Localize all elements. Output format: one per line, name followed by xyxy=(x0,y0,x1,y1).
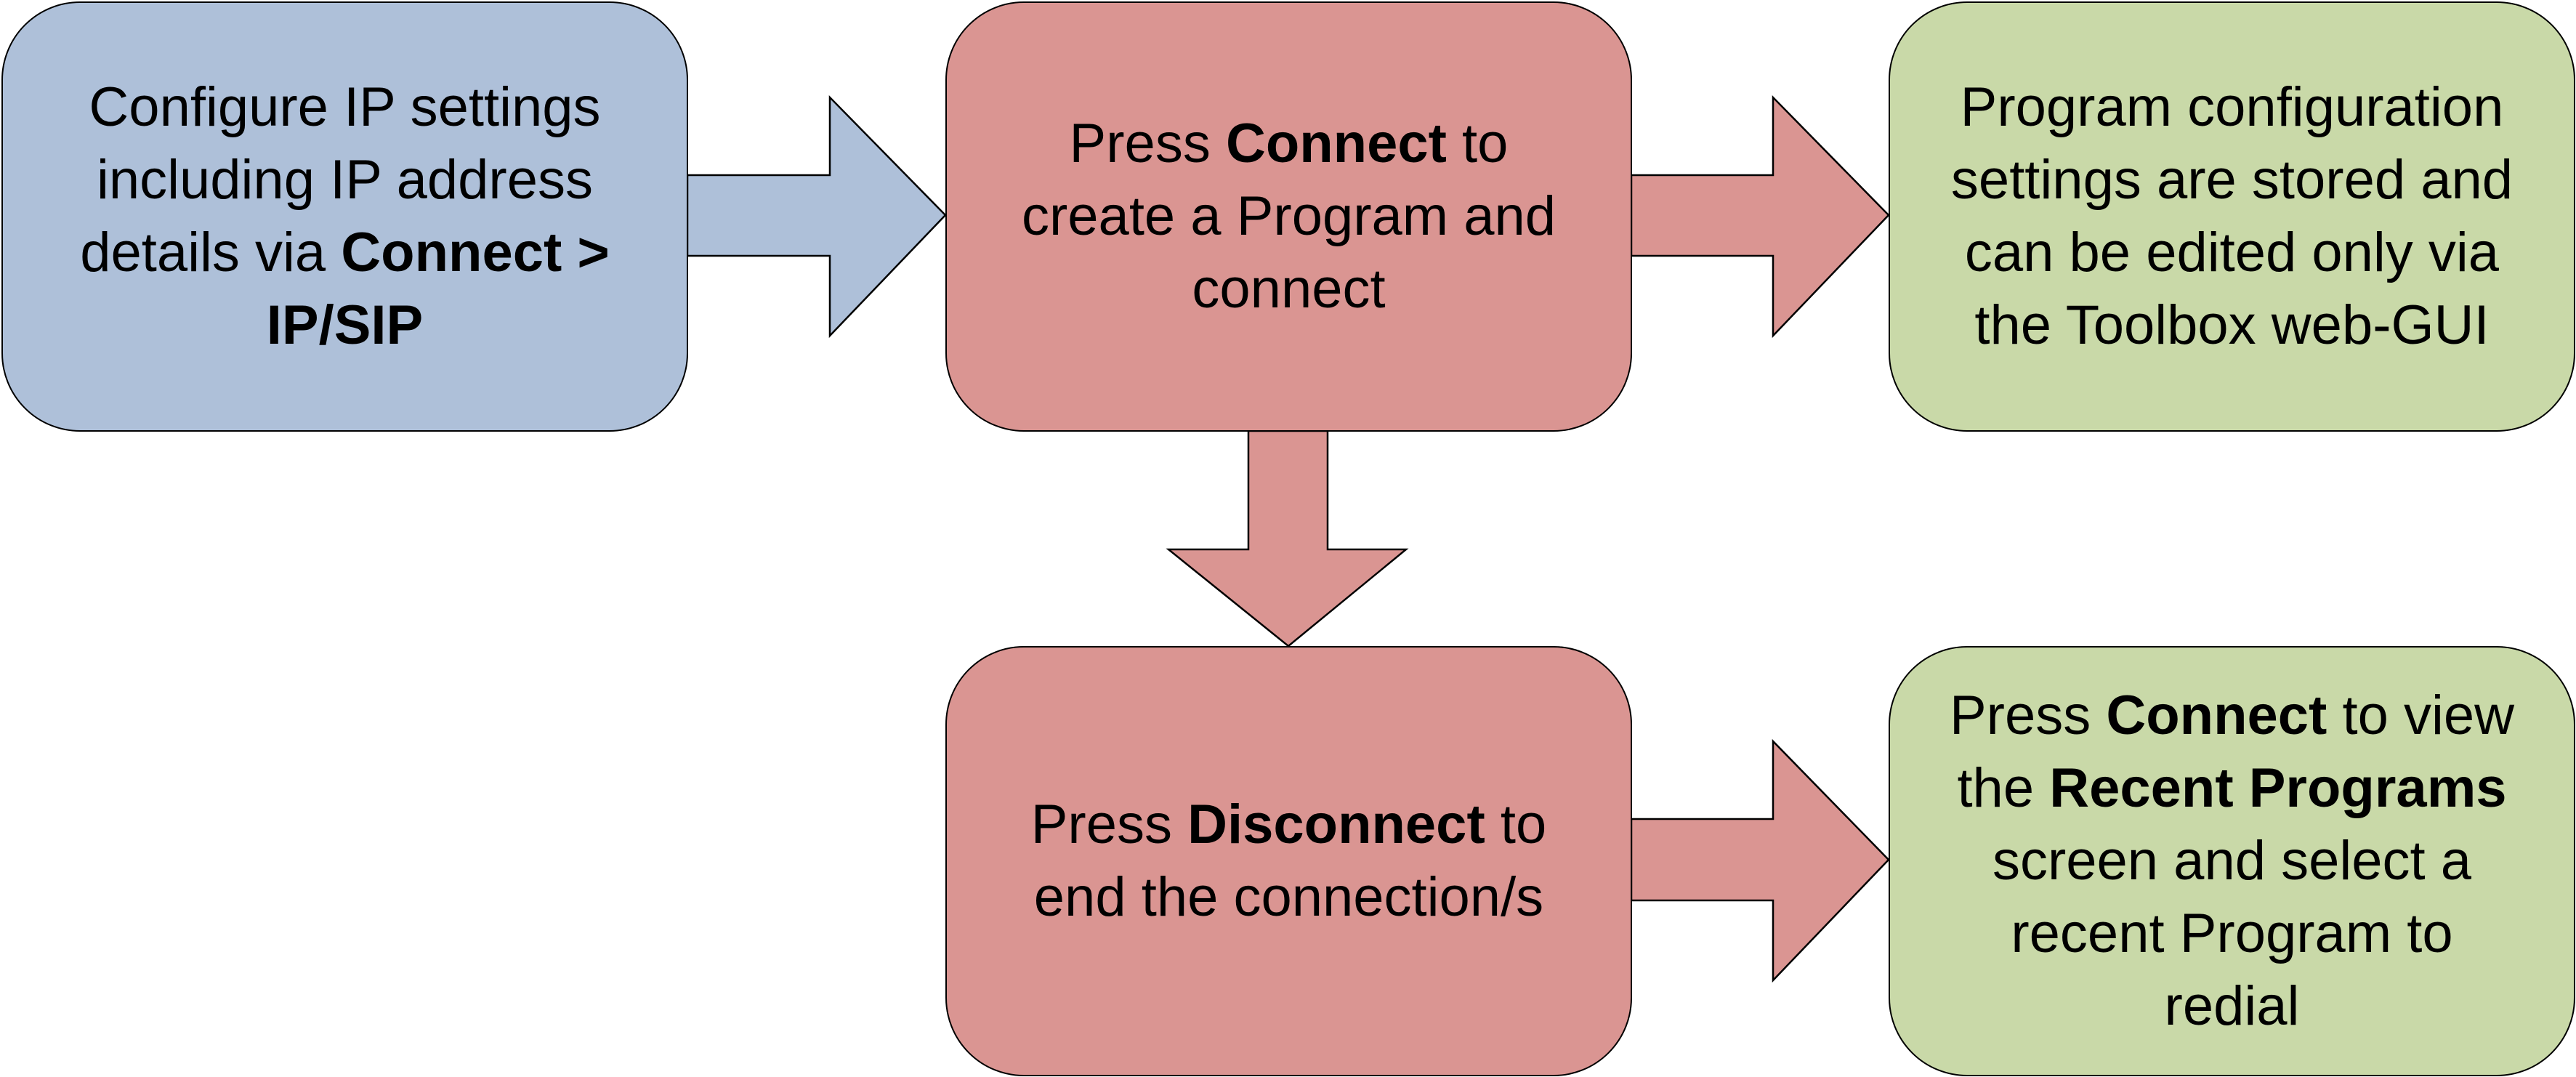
arrow-right-connect-to-stored xyxy=(1630,94,1890,339)
text-line: screen and select a xyxy=(1992,830,2472,892)
text-line: to xyxy=(1485,794,1547,855)
connect-keyword: Connect xyxy=(2106,685,2327,746)
step-config-stored-box: Program configuration settings are store… xyxy=(1889,1,2575,432)
text-line: connect xyxy=(1192,258,1386,320)
arrow-right-configure-to-connect xyxy=(686,94,947,339)
text-line: details via xyxy=(80,222,342,283)
text-line: Press xyxy=(1949,685,2107,746)
recent-programs-keyword: Recent Programs xyxy=(2049,757,2507,819)
arrow-right-disconnect-to-recent xyxy=(1630,738,1890,983)
text-line: Configure IP settings xyxy=(89,76,601,138)
step-recent-programs-box: Press Connect to view the Recent Program… xyxy=(1889,646,2575,1076)
text-line: including IP address xyxy=(96,149,594,211)
step-configure-ip-text: Configure IP settings including IP addre… xyxy=(80,71,610,362)
menu-path-ip-sip: IP/SIP xyxy=(266,294,424,356)
connect-keyword: Connect xyxy=(1225,113,1447,174)
text-line: create a Program and xyxy=(1021,185,1556,247)
text-line: to xyxy=(1446,113,1509,174)
text-line: Press xyxy=(1030,794,1188,855)
step-press-connect-text: Press Connect to create a Program and co… xyxy=(1022,108,1556,326)
step-config-stored-text: Program configuration settings are store… xyxy=(1951,71,2513,362)
arrow-down-connect-to-disconnect xyxy=(1166,429,1409,648)
text-line: end the connection/s xyxy=(1033,866,1544,928)
step-press-connect-box: Press Connect to create a Program and co… xyxy=(945,1,1632,432)
text-line: the xyxy=(1957,757,2050,819)
text-line: can be edited only via xyxy=(1964,222,2500,283)
step-press-disconnect-text: Press Disconnect to end the connection/s xyxy=(1031,788,1547,934)
text-line: the Toolbox web-GUI xyxy=(1974,294,2490,356)
step-recent-programs-text: Press Connect to view the Recent Program… xyxy=(1950,679,2514,1043)
text-line: redial xyxy=(2164,975,2300,1037)
text-line: Press xyxy=(1069,113,1226,174)
text-line: recent Program to xyxy=(2011,903,2453,964)
step-press-disconnect-box: Press Disconnect to end the connection/s xyxy=(945,646,1632,1076)
text-line: to view xyxy=(2327,685,2515,746)
menu-path-connect: Connect > xyxy=(341,222,610,283)
step-configure-ip-box: Configure IP settings including IP addre… xyxy=(1,1,688,432)
disconnect-keyword: Disconnect xyxy=(1187,794,1485,855)
text-line: settings are stored and xyxy=(1950,149,2514,211)
text-line: Program configuration xyxy=(1960,76,2504,138)
